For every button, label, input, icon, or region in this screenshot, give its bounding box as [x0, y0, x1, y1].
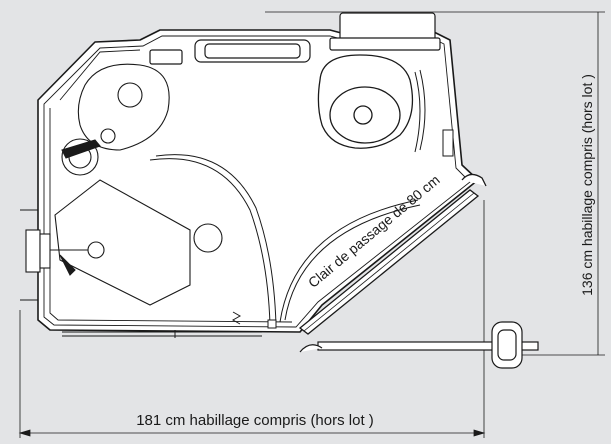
toilet: [317, 54, 414, 149]
tap-fixture: [25, 229, 105, 276]
height-dimension-label: 136 cm habillage compris (hors lot ): [579, 74, 595, 296]
washbasin: [61, 63, 170, 176]
interior-curves: [149, 69, 426, 326]
roof-module: [149, 12, 441, 65]
door-leaf: [299, 321, 539, 369]
dimension-lines: [18, 11, 605, 438]
cabin-inner-walls: [43, 35, 471, 328]
door-edge-detail: [20, 209, 38, 301]
width-dimension-label: 181 cm habillage compris (hors lot ): [136, 412, 374, 429]
door-hinge: [267, 129, 454, 329]
wall-panel: [54, 179, 223, 306]
door-panel: [298, 173, 487, 335]
floor-strip: [62, 311, 262, 338]
